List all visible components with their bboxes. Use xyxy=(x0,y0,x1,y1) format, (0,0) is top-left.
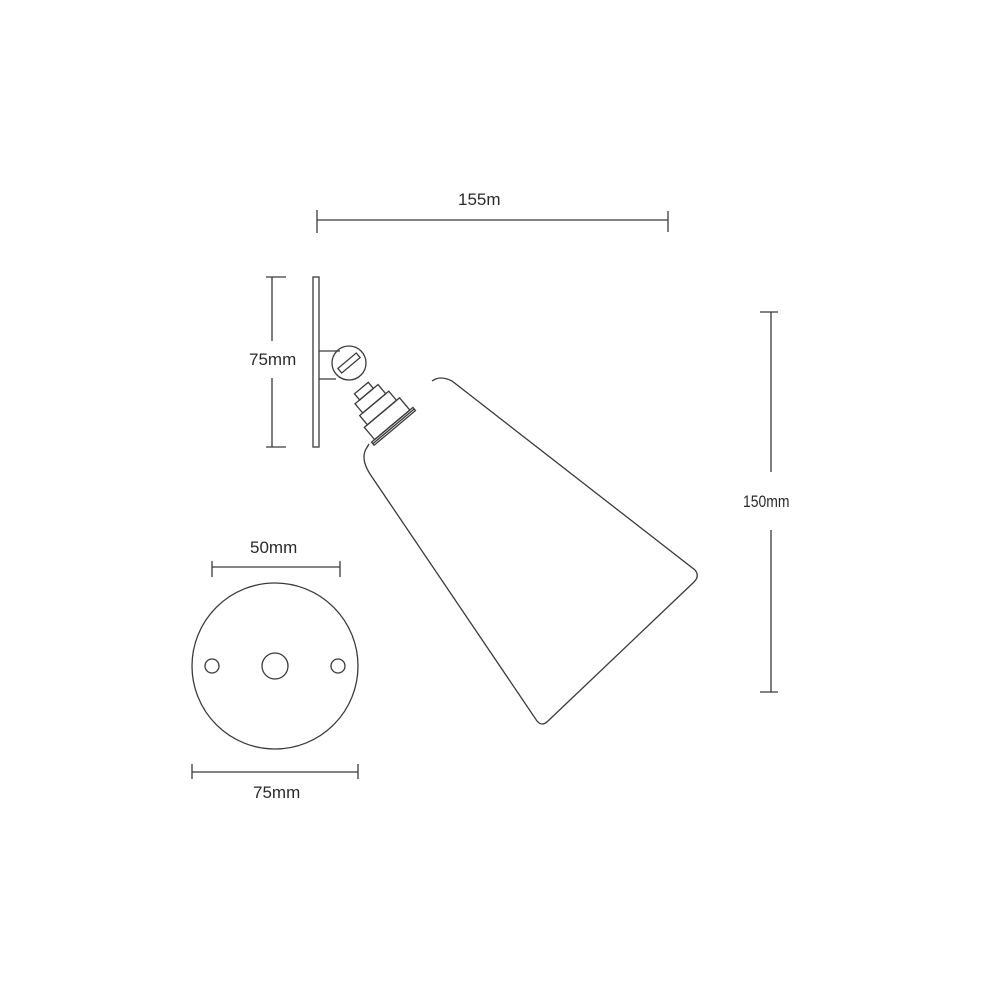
cable-entry-hole xyxy=(261,652,289,680)
backplate-diameter-dimension-line xyxy=(191,764,359,779)
swivel-knuckle xyxy=(331,345,367,381)
mounting-hole-left xyxy=(204,658,220,674)
hole-spacing-dimension-line xyxy=(211,561,341,577)
mounting-hole-right xyxy=(330,658,346,674)
backplate-height-label: 75mm xyxy=(249,350,297,369)
backplate-front-view xyxy=(191,582,359,750)
overall-width-label: 155m xyxy=(458,190,501,209)
backplate-height-dimension-line xyxy=(266,276,286,448)
conical-shade xyxy=(363,377,698,725)
backplate-diameter-label: 75mm xyxy=(253,783,301,802)
lamp-holder xyxy=(353,381,417,447)
hole-spacing-label: 50mm xyxy=(250,538,298,557)
overall-height-label: 150mm xyxy=(743,492,790,511)
overall-height-dimension-line xyxy=(760,311,778,693)
overall-width-dimension-line xyxy=(316,210,669,233)
backplate-side-profile xyxy=(312,276,320,448)
